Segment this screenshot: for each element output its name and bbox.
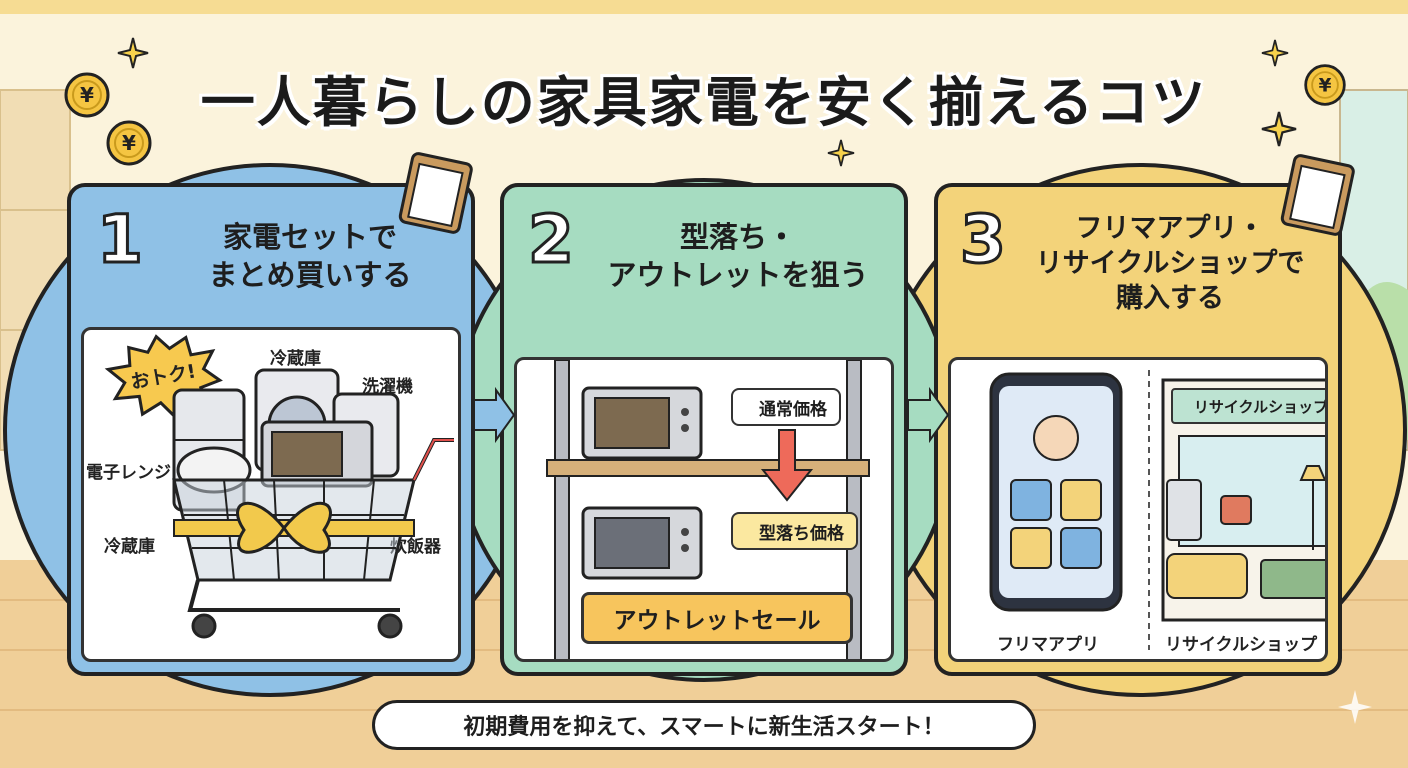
price-tag-normal: 通常価格 xyxy=(731,388,841,426)
smartphone-icon xyxy=(989,372,1123,612)
panel-number: 2 xyxy=(527,200,576,280)
sparkle-icon xyxy=(1261,111,1297,147)
sparkle-icon xyxy=(1261,39,1289,67)
divider xyxy=(1148,370,1150,650)
shopping-cart-icon xyxy=(172,368,454,639)
price-tag-outlet: 型落ち価格 xyxy=(731,512,858,550)
panel-number: 3 xyxy=(959,200,1008,280)
sparkle-icon xyxy=(1338,690,1372,724)
label-fridge: 冷蔵庫 xyxy=(270,349,321,369)
panel-1-appliance-set: 1 家電セットで まとめ買いする おトク! 冷蔵庫 洗濯機 電子レンジ 冷蔵庫 … xyxy=(67,183,475,676)
panel-3-illustration: リサイクルショップ フリマアプリ リサイクルショップ xyxy=(948,357,1328,662)
caption-flea-market-app: フリマアプリ xyxy=(997,635,1099,655)
panel-2-illustration: 通常価格 型落ち価格 アウトレットセール xyxy=(514,357,894,662)
clipboard-icon xyxy=(398,152,473,234)
caption-recycle-shop: リサイクルショップ xyxy=(1165,635,1318,655)
svg-text:¥: ¥ xyxy=(1319,75,1332,96)
recycle-shop-sign: リサイクルショップ xyxy=(1171,388,1325,424)
sparkle-icon xyxy=(827,139,855,167)
clipboard-icon xyxy=(1280,154,1355,236)
coin-icon: ¥ xyxy=(1304,64,1346,106)
sparkle-icon xyxy=(117,37,149,69)
label-fridge: 冷蔵庫 xyxy=(104,537,155,557)
panel-title: 家電セットで まとめ買いする xyxy=(208,220,412,292)
label-washer: 洗濯機 xyxy=(362,377,413,397)
shelf-icon xyxy=(546,360,870,659)
arrow-right-icon xyxy=(907,386,950,444)
footer-banner: 初期費用を抑えて、スマートに新生活スタート！ xyxy=(372,700,1036,750)
page-title: 一人暮らしの家具家電を安く揃えるコツ xyxy=(200,71,1208,134)
label-microwave: 電子レンジ xyxy=(86,463,171,483)
panel-2-outlet: 2 型落ち・ アウトレットを狙う 通常価格 型落ち価格 アウトレットセール xyxy=(500,183,908,676)
panel-number: 1 xyxy=(96,200,145,280)
coin-icon: ¥ xyxy=(106,120,152,166)
arrow-right-icon xyxy=(473,386,516,444)
panel-3-secondhand: 3 フリマアプリ・ リサイクルショップで 購入する リサイクルショ xyxy=(934,183,1342,676)
svg-text:¥: ¥ xyxy=(80,83,94,107)
coin-icon: ¥ xyxy=(64,72,110,118)
label-rice-cooker: 炊飯器 xyxy=(390,537,441,557)
panel-title: フリマアプリ・ リサイクルショップで 購入する xyxy=(1035,213,1305,315)
panel-1-illustration: おトク! 冷蔵庫 洗濯機 電子レンジ 冷蔵庫 炊飯器 xyxy=(81,327,461,662)
panel-title: 型落ち・ アウトレットを狙う xyxy=(607,220,869,292)
outlet-sale-sign: アウトレットセール xyxy=(581,592,853,644)
svg-text:¥: ¥ xyxy=(122,131,136,155)
